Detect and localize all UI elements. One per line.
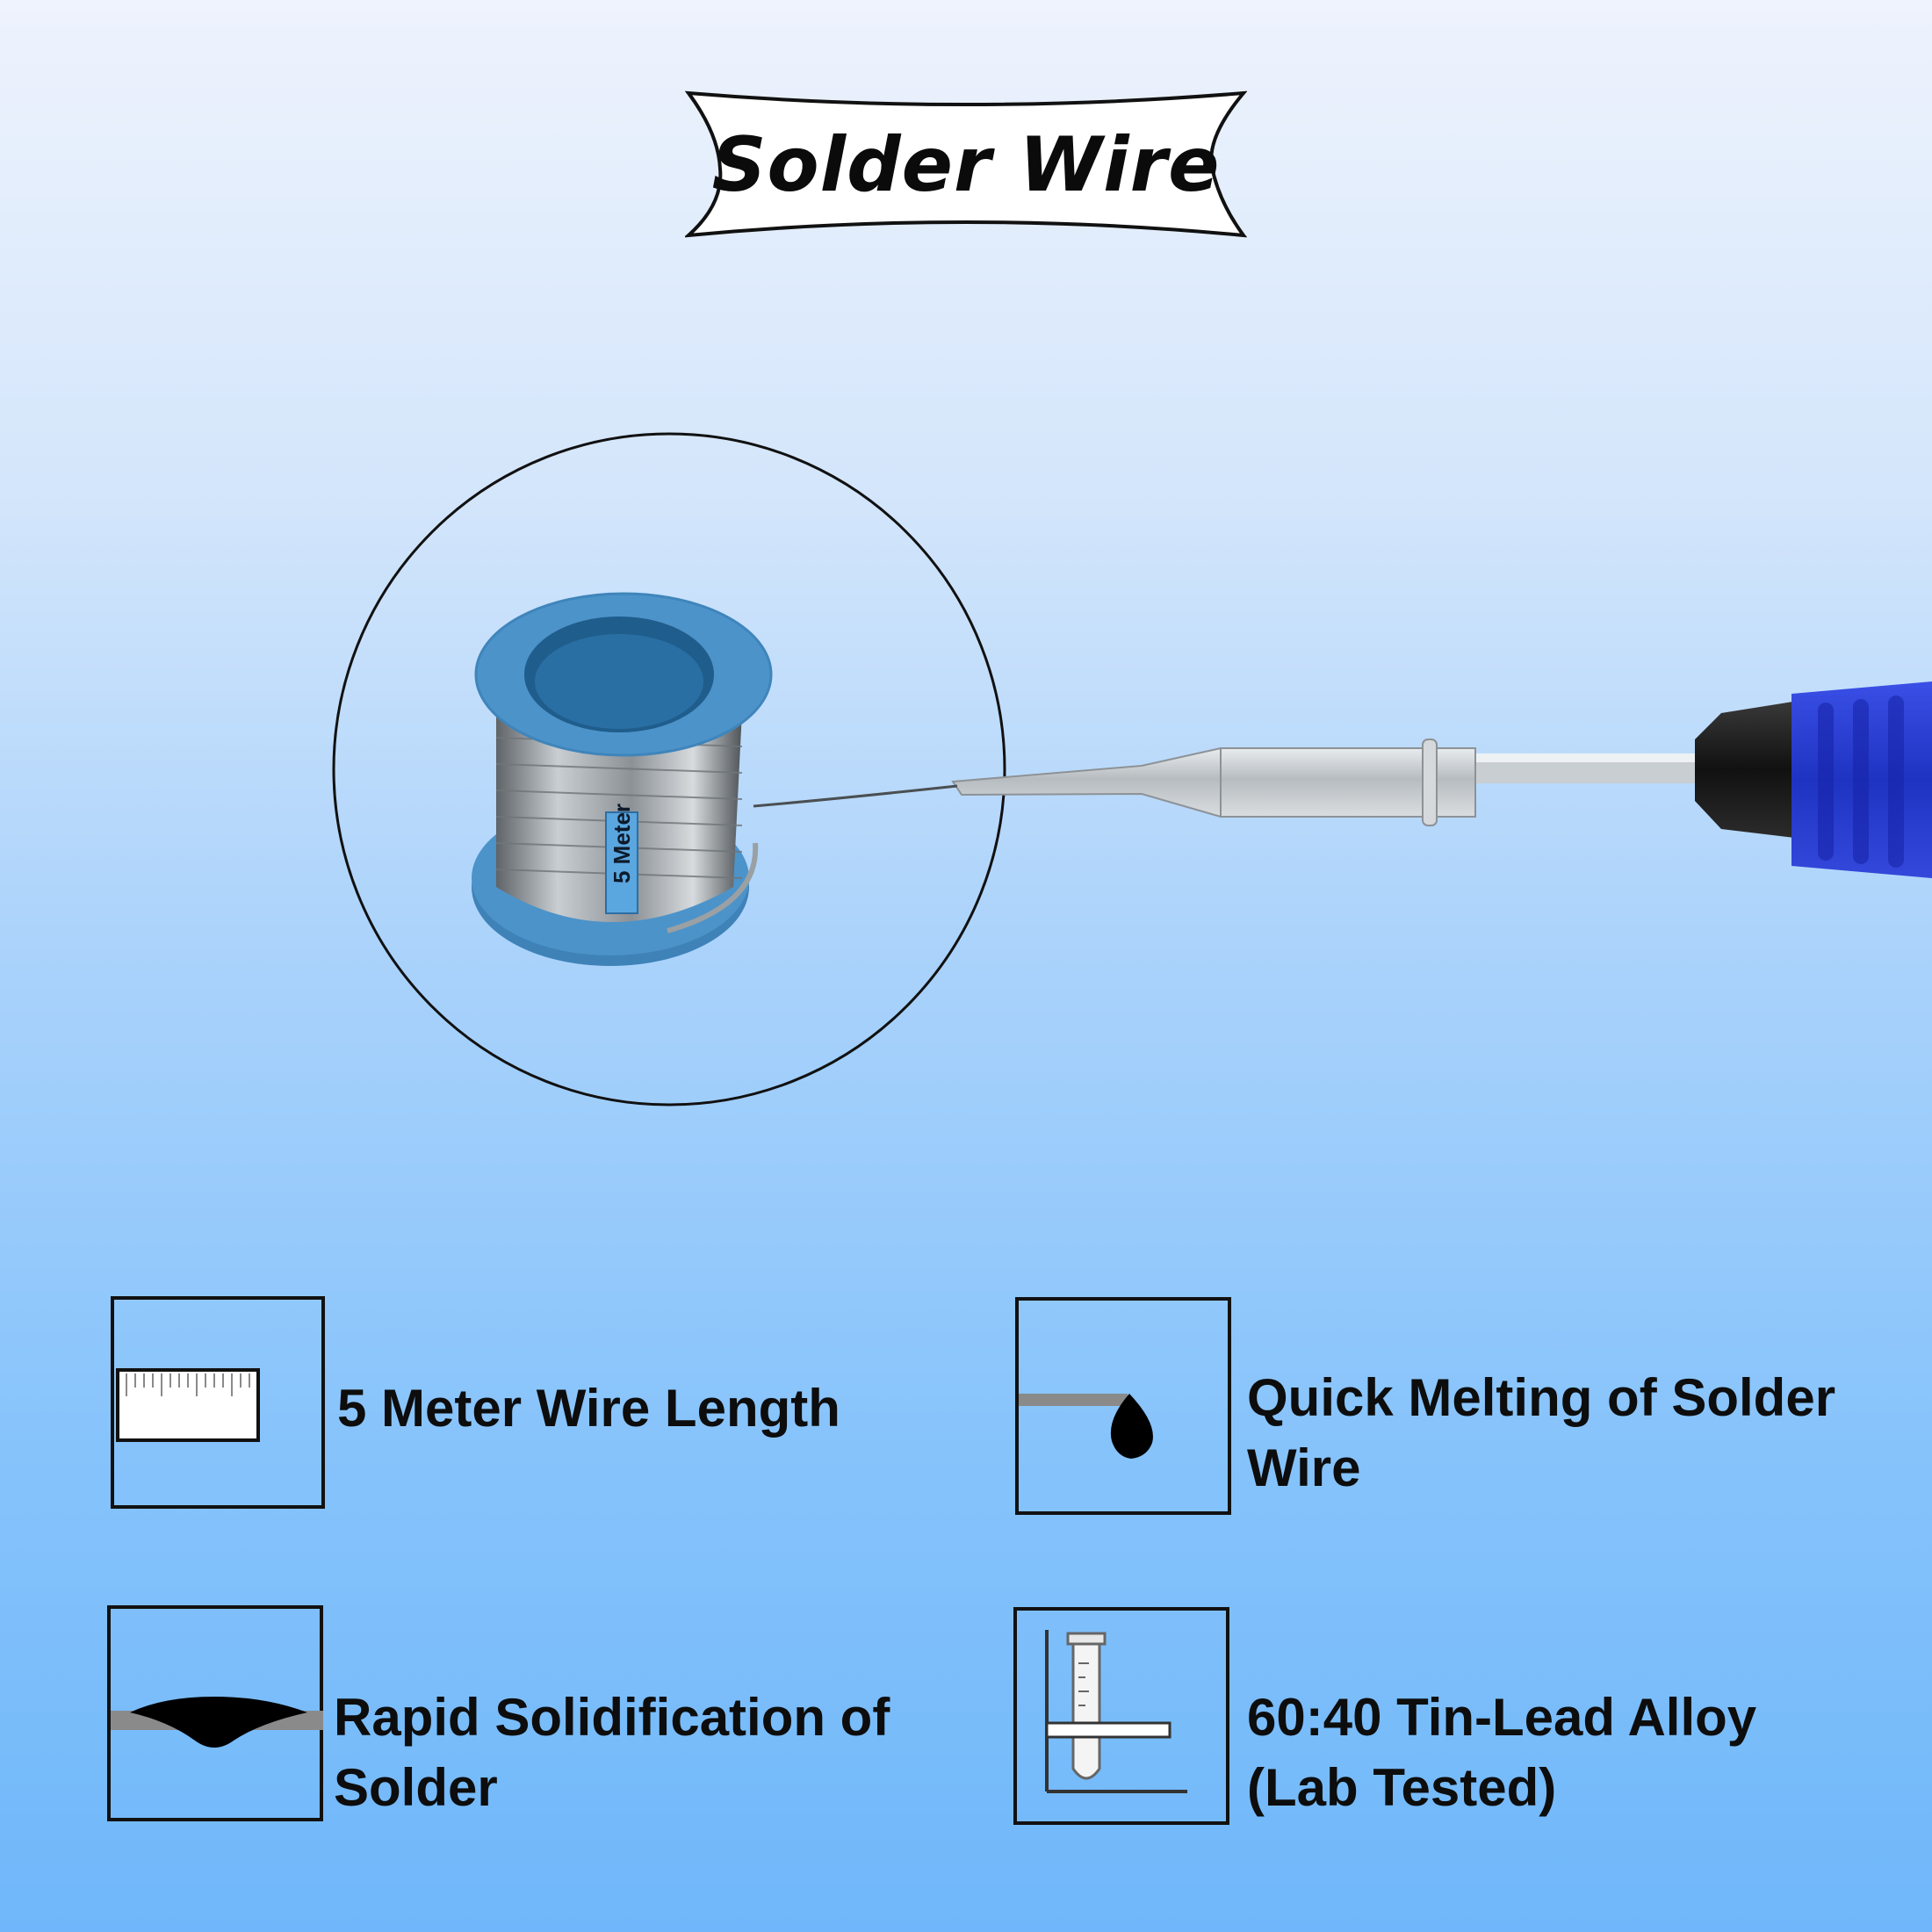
droplet-icon <box>1019 1394 1153 1459</box>
feature-icon-box-length <box>111 1296 325 1509</box>
title-banner <box>685 90 1247 238</box>
soldering-iron <box>951 681 1932 878</box>
solder-wire-strand <box>753 784 958 808</box>
product-scene <box>332 432 1932 1107</box>
feature-quick-melting: Quick Melting of Solder Wire <box>1247 1368 1836 1497</box>
page-title: Solder Wire <box>711 120 1221 209</box>
feature-icon-box-solidification <box>107 1605 323 1821</box>
feature-icon-box-alloy <box>1013 1607 1229 1825</box>
zoom-circle <box>332 432 1006 1107</box>
solder-spool <box>472 592 773 966</box>
solder-joint-icon <box>111 1697 323 1748</box>
feature-tin-lead-alloy: 60:40 Tin-Lead Alloy (Lab Tested) <box>1247 1688 1757 1817</box>
test-tube-icon <box>1045 1630 1187 1793</box>
feature-icon-box-melting <box>1015 1297 1231 1515</box>
ruler-icon <box>116 1368 260 1442</box>
spool-label: 5 Meter <box>606 804 638 883</box>
feature-wire-length: 5 Meter Wire Length <box>337 1379 840 1438</box>
feature-rapid-solidification: Rapid Solidification of Solder <box>334 1688 890 1817</box>
